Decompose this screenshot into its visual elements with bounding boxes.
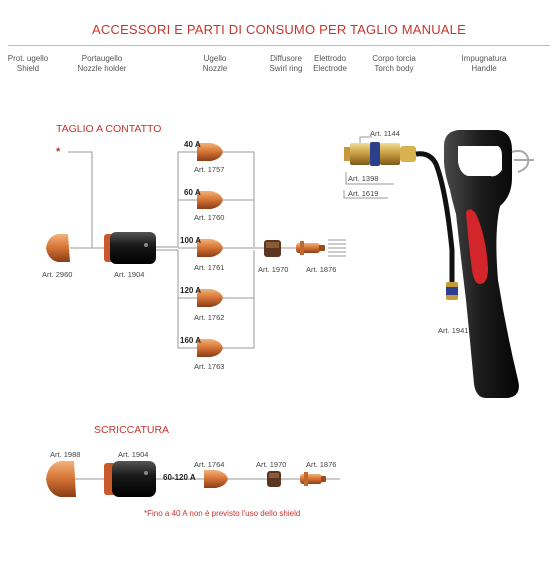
nozzle-amps-40: 40 A	[184, 140, 201, 149]
nozzle-amps-100: 100 A	[180, 236, 202, 245]
nozzle-art-1763: Art. 1763	[194, 362, 225, 371]
page-title: ACCESSORI E PARTI DI CONSUMO PER TAGLIO …	[92, 22, 466, 37]
label-gouging-holder: Art. 1904	[118, 450, 149, 459]
contact-swirl-ring-icon	[264, 240, 281, 257]
gouging-shield-icon	[46, 461, 76, 497]
torch-body-icon	[344, 142, 458, 300]
gouging-nozzle-icon	[204, 470, 228, 488]
section-title-contact: TAGLIO A CONTATTO	[56, 123, 162, 135]
nozzle-art-1762: Art. 1762	[194, 313, 225, 322]
gouging-electrode-icon	[300, 472, 326, 486]
label-gouging-electrode: Art. 1876	[306, 460, 337, 469]
footnote: *Fino a 40 A non è previsto l'uso dello …	[144, 509, 300, 518]
footnote-text: Fino a 40 A non è previsto l'uso dello s…	[147, 509, 301, 518]
nozzle-art-1757: Art. 1757	[194, 165, 225, 174]
contact-shield-icon	[46, 234, 70, 262]
label-torch-bottom: Art. 1619	[348, 189, 379, 198]
nozzle-amps-120: 120 A	[180, 286, 202, 295]
label-torch-top: Art. 1144	[370, 129, 400, 138]
label-contact-shield: Art. 2960	[42, 270, 73, 279]
gouging-swirl-ring-icon	[267, 471, 281, 487]
label-torch-mid: Art. 1398	[348, 174, 379, 183]
gouging-nozzle-amps: 60-120 A	[163, 473, 196, 482]
label-contact-electrode: Art. 1876	[306, 265, 337, 274]
nozzle-icons	[197, 143, 223, 357]
contact-nozzle-holder-icon	[104, 232, 156, 264]
label-contact-holder: Art. 1904	[114, 270, 145, 279]
footnote-mark: *	[56, 146, 61, 158]
label-gouging-shield: Art. 1988	[50, 450, 81, 459]
section-title-gouging: SCRICCATURA	[94, 424, 170, 436]
label-gouging-nozzle: Art. 1764	[194, 460, 225, 469]
gouging-nozzle-holder-icon	[104, 461, 156, 497]
title-divider	[8, 45, 550, 46]
nozzle-amps-160: 160 A	[180, 336, 202, 345]
label-torch-handle: Art. 1941	[438, 326, 469, 335]
label-contact-swirl: Art. 1970	[258, 265, 289, 274]
label-gouging-swirl: Art. 1970	[256, 460, 287, 469]
nozzle-art-1760: Art. 1760	[194, 213, 225, 222]
footnote-mark-inline: *	[144, 509, 148, 518]
nozzle-amps-60: 60 A	[184, 188, 201, 197]
nozzle-art-1761: Art. 1761	[194, 263, 225, 272]
contact-electrode-icon	[296, 241, 325, 255]
torch-handle-icon	[444, 130, 534, 398]
